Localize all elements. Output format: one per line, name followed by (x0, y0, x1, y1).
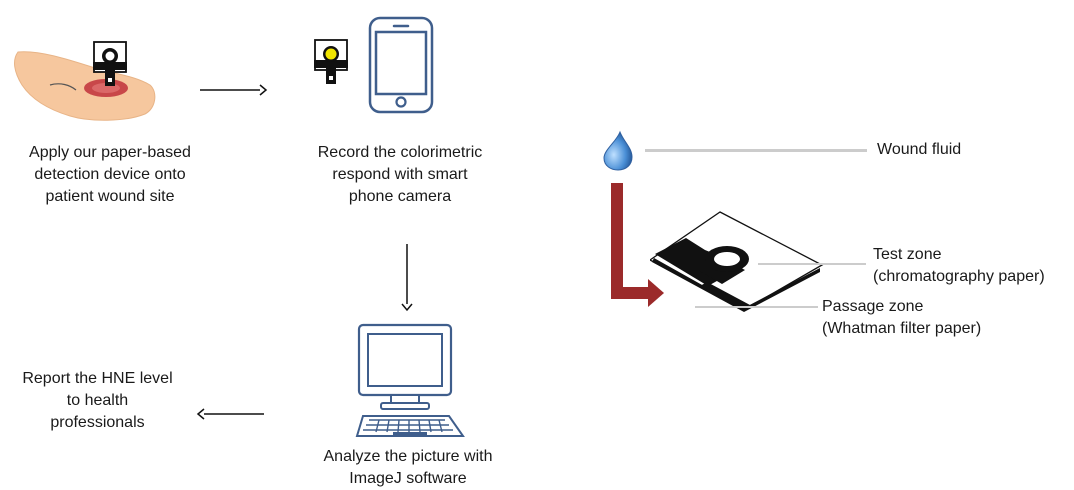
foot-illustration (14, 51, 156, 121)
test-zone-label: Test zone (chromatography paper) (873, 246, 1045, 285)
test-zone-leader-line (758, 263, 866, 265)
wound-fluid-drop-icon (603, 130, 633, 171)
computer-icon (355, 323, 465, 437)
paper-device-diagram (650, 211, 824, 312)
wound-fluid-label: Wound fluid (877, 141, 962, 158)
flow-arrow (611, 183, 664, 307)
passage-zone-leader-line (695, 306, 818, 308)
step-analyze-caption: Analyze the picture with ImageJ software (323, 448, 493, 487)
arrow-left (196, 408, 264, 420)
step-record-caption: Record the colorimetric respond with sma… (317, 144, 483, 205)
arrow-right-1 (200, 84, 268, 96)
wound-fluid-leader-line (645, 149, 867, 152)
smartphone-icon (368, 16, 434, 114)
step-apply-caption: Apply our paper-based detection device o… (29, 144, 191, 205)
passage-zone-label: Passage zone (Whatman filter paper) (822, 298, 982, 337)
detection-device-yellow-icon (314, 39, 348, 84)
arrow-down (401, 244, 413, 312)
step-report-caption: Report the HNE level to health professio… (22, 370, 173, 431)
detection-device-icon (93, 41, 127, 86)
